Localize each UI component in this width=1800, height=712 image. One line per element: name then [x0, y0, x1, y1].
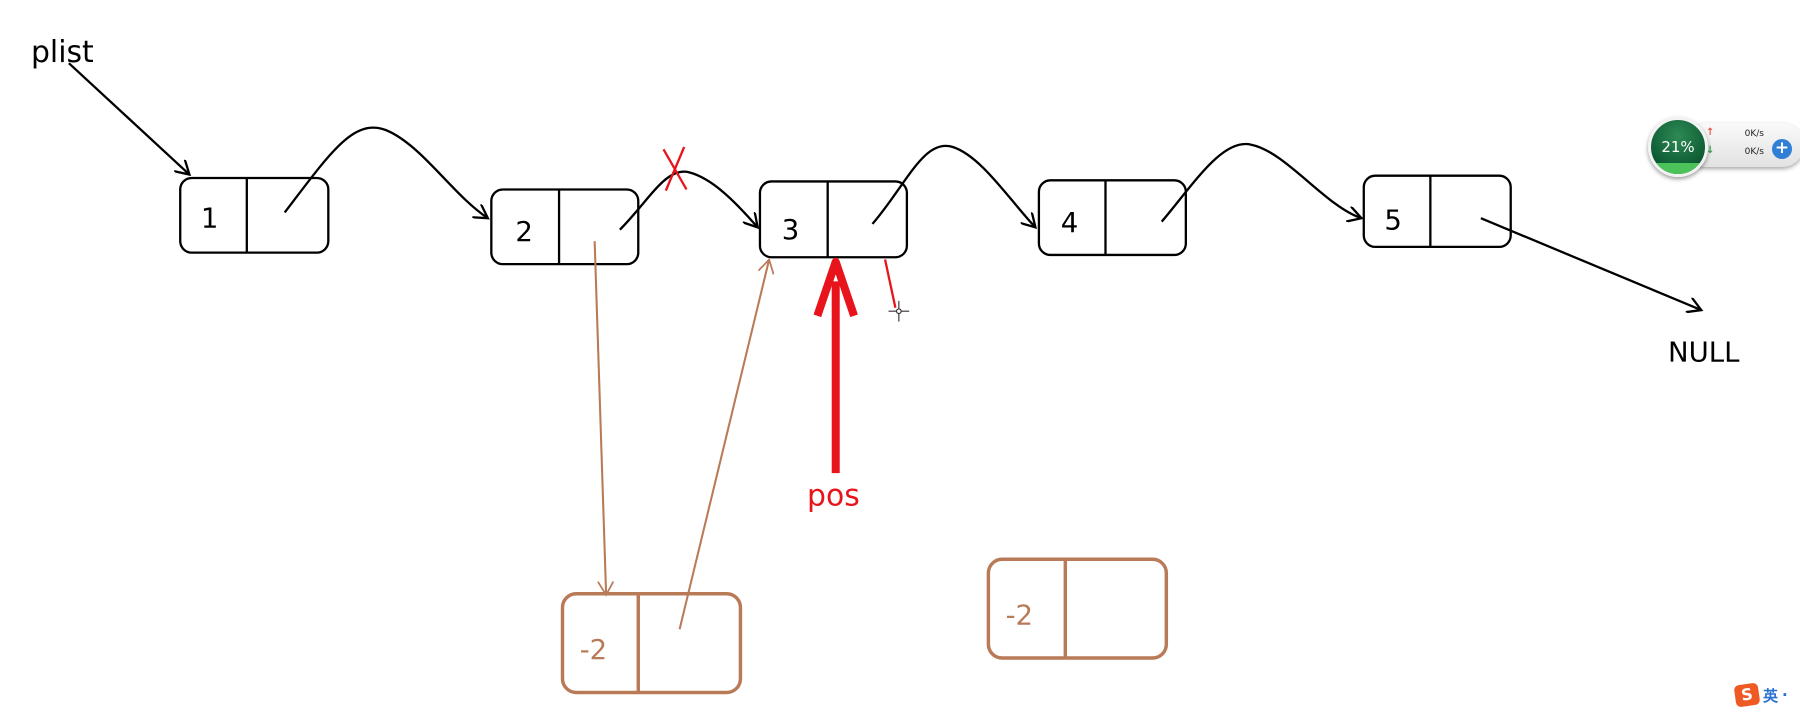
link-1-2: [283, 126, 488, 219]
memory-percent-ball[interactable]: 21%: [1648, 117, 1708, 177]
node-2: 2: [490, 188, 640, 266]
node-value: 5: [1384, 205, 1402, 237]
upload-arrow-icon: ↑: [1706, 127, 1715, 138]
new-node-b: -2: [986, 557, 1169, 660]
pos-pointer: [813, 257, 858, 474]
new-node-a: -2: [560, 591, 743, 695]
ime-mode[interactable]: 英: [1763, 686, 1779, 705]
node-4: 4: [1037, 179, 1187, 257]
link-5-null: [1480, 217, 1701, 310]
link-2-to-new: [593, 241, 606, 595]
percent-label: 21%: [1661, 138, 1695, 156]
upload-rate: 0K/s: [1744, 129, 1764, 139]
null-label: NULL: [1668, 337, 1740, 369]
ime-toolbar[interactable]: S 英 ·: [1733, 682, 1788, 708]
network-speed-widget[interactable]: ↑ 0K/s ↓ 0K/s + 21%: [1648, 117, 1800, 177]
node-value: 3: [782, 214, 800, 246]
plist-label: plist: [31, 35, 94, 70]
node-value: 1: [201, 202, 219, 234]
node-3: 3: [758, 180, 909, 259]
node-1: 1: [179, 176, 330, 254]
plist-arrow: [68, 62, 190, 174]
link-3-4: [871, 144, 1035, 228]
link-new-to-3: [678, 260, 770, 630]
node-value: -2: [1006, 600, 1033, 632]
cross-mark: [662, 146, 688, 192]
download-rate: 0K/s: [1744, 147, 1764, 157]
node-value: 4: [1061, 207, 1079, 239]
node-value: -2: [580, 634, 607, 666]
pos-label: pos: [807, 478, 860, 513]
plus-button[interactable]: +: [1772, 139, 1792, 159]
crosshair-cursor-icon: [888, 300, 910, 322]
ime-dot: ·: [1782, 686, 1788, 704]
link-2-3: [619, 170, 758, 231]
sogou-logo-icon: S: [1733, 682, 1761, 708]
link-4-5: [1160, 142, 1362, 222]
download-arrow-icon: ↓: [1706, 145, 1715, 156]
node-5: 5: [1362, 174, 1512, 249]
red-stroke: [883, 259, 897, 309]
node-value: 2: [515, 216, 533, 248]
